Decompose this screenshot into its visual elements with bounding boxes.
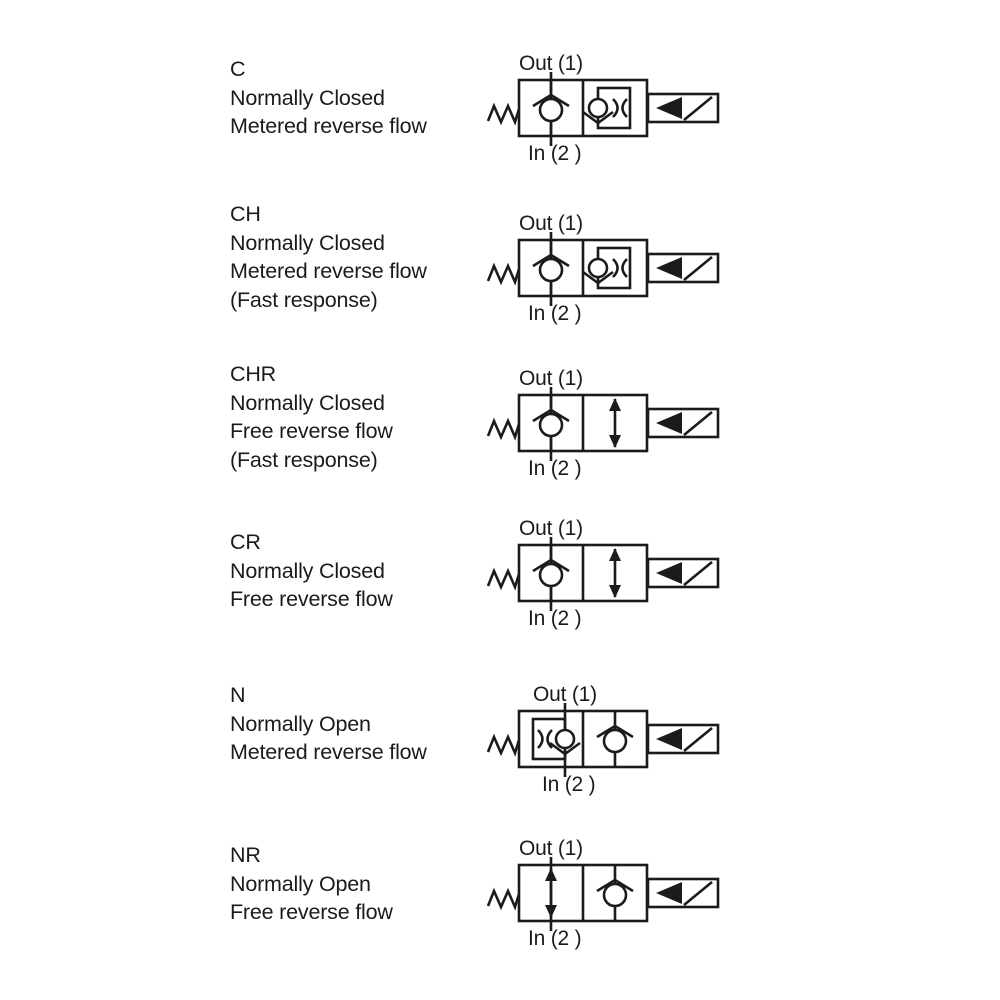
free-flow-arrow-icon — [607, 396, 623, 450]
port-label-in: In (2 ) — [528, 142, 581, 165]
free-flow-arrow-icon — [543, 866, 559, 920]
variant-code: N — [230, 683, 246, 707]
variant-description-line: Metered reverse flow — [230, 259, 427, 283]
variant-code: C — [230, 57, 246, 81]
spring-icon — [486, 419, 521, 439]
port-label-out: Out (1) — [519, 52, 583, 75]
variant-info-cr: CR Normally Closed Free reverse flow — [230, 528, 393, 614]
metered-check-valve-icon — [581, 86, 632, 130]
variant-description-line: Metered reverse flow — [230, 740, 427, 764]
valve-diagram-n: Out (1) In (2 ) — [486, 683, 720, 796]
solenoid-icon — [646, 92, 720, 124]
variant-code: CR — [230, 530, 261, 554]
spring-icon — [486, 889, 521, 909]
variant-info-chr: CHR Normally Closed Free reverse flow (F… — [230, 360, 393, 474]
solenoid-icon — [646, 407, 720, 439]
spring-icon — [486, 264, 521, 284]
port-label-out: Out (1) — [519, 517, 583, 540]
port-label-out: Out (1) — [533, 683, 597, 706]
solenoid-icon — [646, 723, 720, 755]
port-label-in: In (2 ) — [528, 927, 581, 950]
spring-icon — [486, 735, 521, 755]
variant-description-line: Normally Open — [230, 871, 371, 896]
variant-description-line: (Fast response) — [230, 287, 378, 312]
valve-diagram-cr: Out (1) In (2 ) — [486, 517, 720, 630]
port-label-in: In (2 ) — [528, 607, 581, 630]
variant-description-line: Free reverse flow — [230, 419, 393, 443]
valve-diagram-ch: Out (1) In (2 ) — [486, 212, 720, 325]
variant-info-ch: CH Normally Closed Metered reverse flow … — [230, 200, 427, 314]
variant-info-nr: NR Normally Open Free reverse flow — [230, 841, 393, 927]
valve-diagram-c: Out (1) In (2 ) — [486, 52, 720, 165]
variant-code: CH — [230, 202, 261, 226]
variant-description-line: Normally Open — [230, 711, 371, 736]
metered-check-valve-icon — [581, 246, 632, 290]
port-label-out: Out (1) — [519, 212, 583, 235]
check-valve-icon — [531, 393, 571, 453]
check-valve-icon — [595, 709, 635, 769]
solenoid-icon — [646, 557, 720, 589]
variant-description-line: Normally Closed — [230, 85, 385, 110]
variant-info-c: C Normally Closed Metered reverse flow — [230, 55, 427, 141]
variant-description-line: Normally Closed — [230, 390, 385, 415]
port-label-in: In (2 ) — [528, 302, 581, 325]
port-label-out: Out (1) — [519, 367, 583, 390]
variant-description-line: Metered reverse flow — [230, 114, 427, 138]
spring-icon — [486, 104, 521, 124]
variant-info-n: N Normally Open Metered reverse flow — [230, 681, 427, 767]
valve-body — [517, 543, 649, 603]
valve-diagram-nr: Out (1) In (2 ) — [486, 837, 720, 950]
variant-code: CHR — [230, 362, 276, 386]
port-label-out: Out (1) — [519, 837, 583, 860]
metered-check-valve-icon — [531, 717, 582, 761]
valve-diagram-chr: Out (1) In (2 ) — [486, 367, 720, 480]
solenoid-icon — [646, 877, 720, 909]
valve-body — [517, 393, 649, 453]
variant-description-line: (Fast response) — [230, 447, 378, 472]
check-valve-icon — [595, 863, 635, 923]
variant-description-line: Normally Closed — [230, 230, 385, 255]
valve-body — [517, 863, 649, 923]
variant-description-line: Normally Closed — [230, 558, 385, 583]
spring-icon — [486, 569, 521, 589]
solenoid-icon — [646, 252, 720, 284]
port-label-in: In (2 ) — [528, 457, 581, 480]
variant-code: NR — [230, 843, 261, 867]
variant-description-line: Free reverse flow — [230, 900, 393, 924]
check-valve-icon — [531, 543, 571, 603]
check-valve-icon — [531, 238, 571, 298]
check-valve-icon — [531, 78, 571, 138]
variant-description-line: Free reverse flow — [230, 587, 393, 611]
free-flow-arrow-icon — [607, 546, 623, 600]
port-label-in: In (2 ) — [542, 773, 595, 796]
